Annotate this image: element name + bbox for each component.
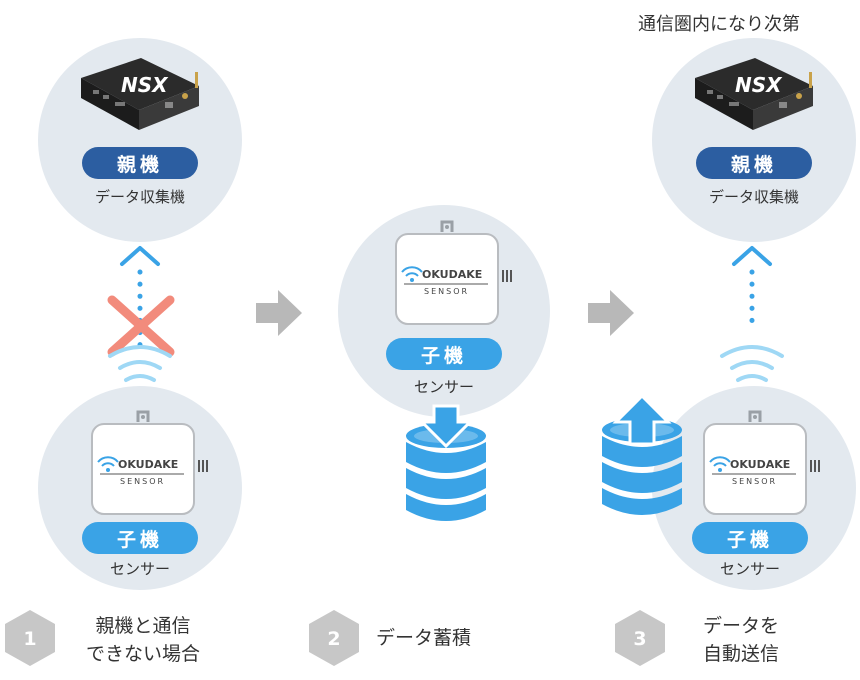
step-number: 2 bbox=[327, 628, 340, 650]
sensor-brand: OKUDAKE bbox=[118, 458, 178, 471]
child-caption-3: センサー bbox=[719, 560, 780, 578]
child-caption-1: センサー bbox=[109, 560, 170, 578]
sensor-sub: SENSOR bbox=[732, 477, 777, 486]
signal-waves-icon bbox=[108, 345, 172, 382]
step-number-badge: 3 bbox=[615, 610, 665, 666]
uplink-arrow bbox=[732, 246, 772, 335]
step-1-label: 親機と通信 できない場合 bbox=[68, 612, 218, 668]
step-3-line-1: データを bbox=[702, 615, 779, 637]
parent-caption-3: データ収集機 bbox=[708, 188, 799, 206]
child-badge-2: 子機 bbox=[386, 338, 502, 370]
step-3-label: データを 自動送信 bbox=[676, 612, 806, 668]
sensor-sub: SENSOR bbox=[120, 477, 165, 486]
step-number-badge: 2 bbox=[309, 610, 359, 666]
step-number-badge: 1 bbox=[5, 610, 55, 666]
cross-icon bbox=[107, 295, 175, 357]
gateway-device-image: NSX bbox=[81, 58, 199, 130]
sensor-brand: OKUDAKE bbox=[422, 268, 482, 281]
child-badge-3: 子機 bbox=[692, 522, 808, 554]
sensor-sub: SENSOR bbox=[424, 287, 469, 296]
sensor-device-image: OKUDAKE SENSOR bbox=[394, 220, 514, 326]
step-1-line-1: 親機と通信 bbox=[95, 615, 191, 637]
child-caption-2: センサー bbox=[413, 378, 474, 396]
next-arrow-icon bbox=[256, 290, 302, 336]
sensor-brand: OKUDAKE bbox=[730, 458, 790, 471]
blocked-uplink-arrow bbox=[120, 246, 160, 353]
gateway-device-image: NSX bbox=[695, 58, 813, 130]
gateway-logo: NSX bbox=[121, 73, 169, 97]
signal-waves-icon bbox=[720, 345, 784, 382]
step-2-label: データ蓄積 bbox=[376, 627, 472, 649]
sensor-device-image: OKUDAKE SENSOR bbox=[90, 410, 210, 516]
next-arrow-icon bbox=[588, 290, 634, 336]
step-3-line-2: 自動送信 bbox=[702, 643, 779, 665]
note-in-range: 通信圏内になり次第 bbox=[638, 14, 800, 35]
parent-caption-1: データ収集機 bbox=[94, 188, 185, 206]
gateway-logo: NSX bbox=[735, 73, 783, 97]
step-1-line-2: できない場合 bbox=[85, 643, 200, 665]
database-store-icon bbox=[406, 404, 486, 521]
parent-badge-3: 親機 bbox=[696, 147, 812, 179]
sensor-device-image: OKUDAKE SENSOR bbox=[702, 410, 822, 516]
step-number: 3 bbox=[633, 628, 646, 650]
child-badge-1: 子機 bbox=[82, 522, 198, 554]
parent-badge-1: 親機 bbox=[82, 147, 198, 179]
database-send-icon bbox=[602, 393, 682, 515]
step-number: 1 bbox=[23, 628, 36, 650]
